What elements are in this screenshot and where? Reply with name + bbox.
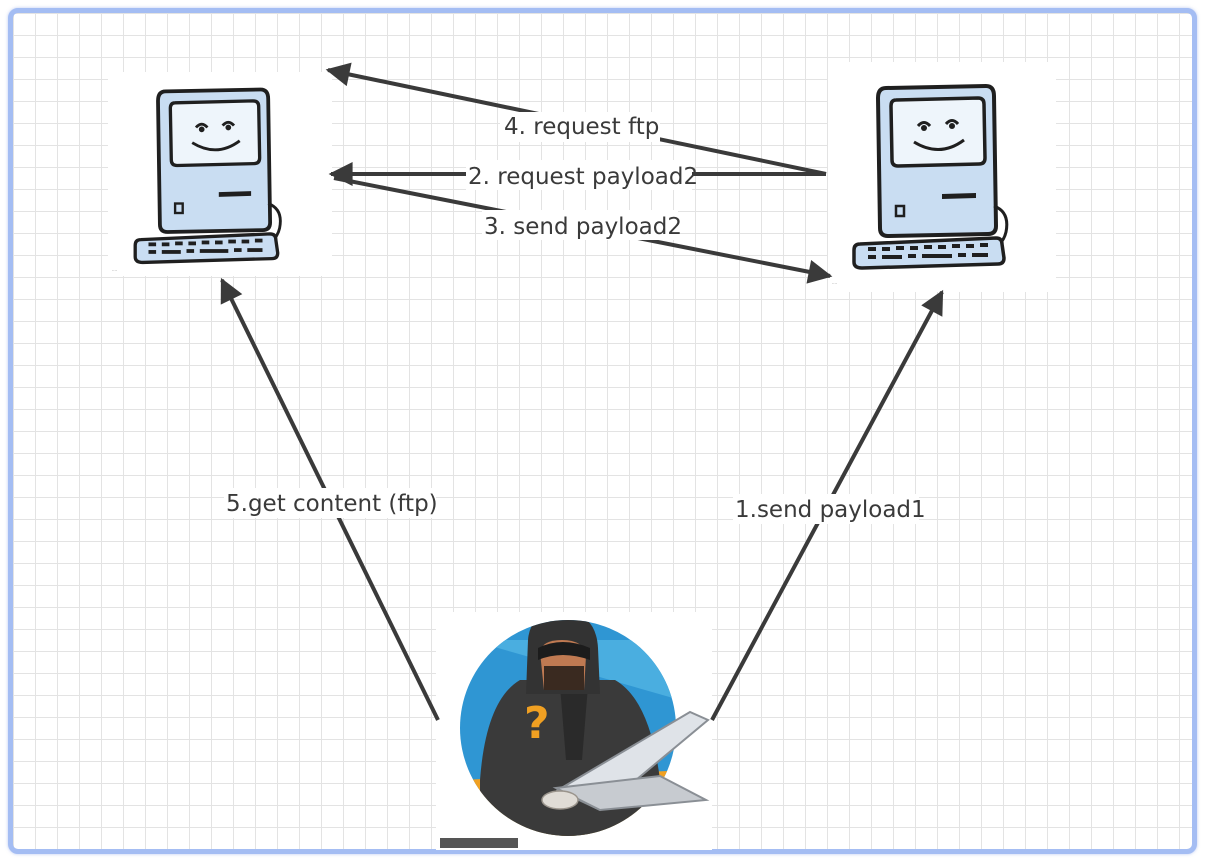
edge-3-label: 3. send payload2 <box>484 214 682 240</box>
svg-text:?: ? <box>524 698 550 749</box>
edge-1-label: 1.send payload1 <box>735 497 926 523</box>
hooded-hacker-icon: ? <box>440 620 710 848</box>
edge-2-label: 2. request payload2 <box>468 164 698 190</box>
edge-4-label: 4. request ftp <box>504 114 659 140</box>
right-computer-caption: ···· <box>832 281 837 286</box>
left-computer-caption: ···· <box>112 268 117 273</box>
edge-5-label: 5.get content (ftp) <box>226 491 438 517</box>
